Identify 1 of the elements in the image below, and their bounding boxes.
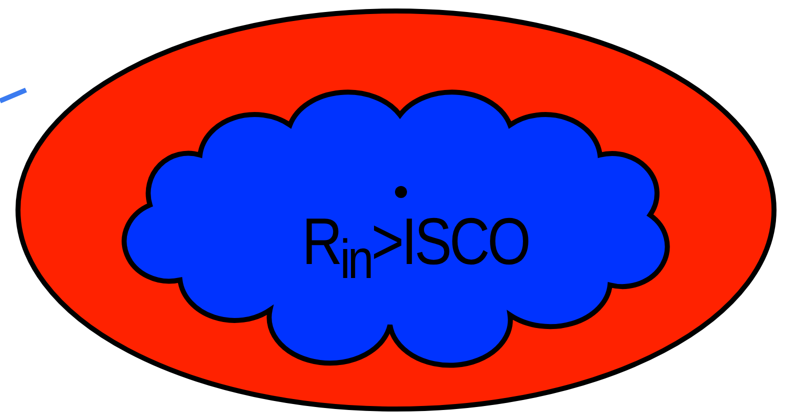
- cloud-label: R$_{in}$>ISCO: [302, 203, 528, 292]
